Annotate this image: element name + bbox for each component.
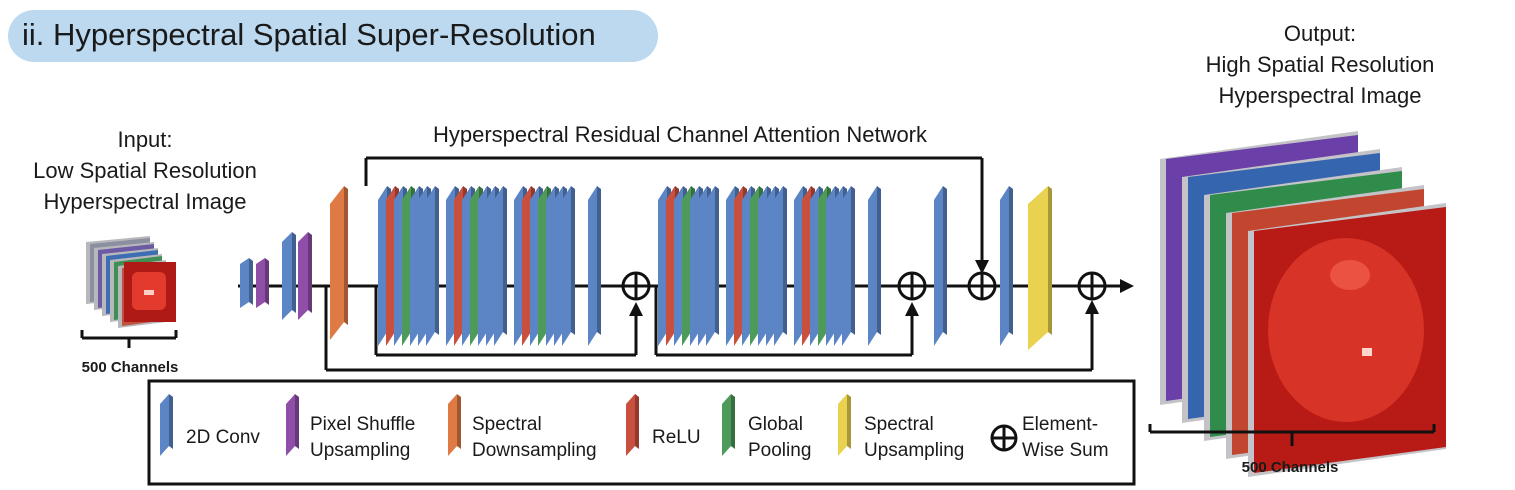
network-label: Hyperspectral Residual Channel Attention… — [432, 122, 928, 147]
residual-block — [726, 186, 787, 346]
residual-block — [514, 186, 575, 346]
output-image-glow — [1268, 238, 1424, 422]
conv-layer — [868, 186, 881, 346]
residual-skip-arrow — [905, 302, 919, 316]
legend-spectral-down-icon — [448, 394, 461, 456]
input-label-line: Hyperspectral Image — [43, 189, 247, 214]
pixel-shuffle-layer — [298, 232, 312, 320]
conv-layer — [426, 186, 439, 346]
legend-spectral-up-icon — [838, 394, 851, 456]
input-image-highlight — [144, 290, 154, 295]
residual-block — [658, 186, 719, 346]
conv-layer — [774, 186, 787, 346]
conv-layer — [842, 186, 855, 346]
legend-conv-label: 2D Conv — [186, 427, 260, 448]
flow-arrow-head — [1120, 279, 1134, 293]
conv-layer — [240, 258, 253, 308]
output-label: Output: High Spatial Resolution Hyperspe… — [1170, 18, 1470, 111]
figure-title: ii. Hyperspectral Spatial Super-Resoluti… — [22, 17, 596, 52]
residual-skip-arrow — [629, 302, 643, 316]
conv-layer — [494, 186, 507, 346]
legend-pooling-label: Global Pooling — [748, 414, 812, 461]
conv-layer — [562, 186, 575, 346]
output-label-line: High Spatial Resolution — [1205, 52, 1435, 77]
group-skip-arrow — [975, 260, 989, 274]
residual-block — [794, 186, 855, 346]
legend-relu-icon — [626, 394, 639, 456]
title-pill — [8, 10, 658, 62]
element-wise-sum-icon — [897, 271, 927, 301]
conv-layer — [588, 186, 601, 346]
output-label-line: Output: — [1283, 21, 1357, 46]
input-label-line: Low Spatial Resolution — [33, 158, 257, 183]
residual-block — [378, 186, 439, 346]
legend-box — [147, 379, 1136, 486]
pixel-shuffle-layer — [256, 258, 269, 308]
input-channels-label: 500 Channels — [81, 359, 179, 376]
legend-spectral-down-label: Spectral Downsampling — [472, 414, 597, 461]
legend-pixel-shuffle-icon — [286, 394, 299, 456]
element-wise-sum-icon — [1077, 271, 1107, 301]
legend-pooling-icon — [722, 394, 735, 456]
conv-layer — [706, 186, 719, 346]
residual-block — [446, 186, 507, 346]
legend-sum-label: Element- Wise Sum — [1022, 414, 1109, 461]
conv-layer — [934, 186, 947, 346]
output-label-line: Hyperspectral Image — [1218, 83, 1422, 108]
legend-conv-icon — [160, 394, 173, 456]
output-image-highlight — [1362, 348, 1372, 356]
input-label: Input: Low Spatial Resolution Hyperspect… — [10, 124, 280, 217]
legend-spectral-up-label: Spectral Upsampling — [864, 414, 965, 461]
output-image-feature — [1330, 260, 1370, 290]
global-skip-arrow — [1085, 300, 1099, 314]
legend-relu-label: ReLU — [652, 427, 701, 448]
legend-sum-icon — [990, 424, 1018, 452]
legend-pixel-shuffle-label: Pixel Shuffle Upsampling — [310, 414, 416, 461]
output-channels-label: 500 Channels — [1241, 459, 1339, 476]
element-wise-sum-icon — [621, 271, 651, 301]
element-wise-sum-icon — [967, 271, 997, 301]
spectral-upsampling-layer — [1028, 186, 1052, 350]
input-label-line: Input: — [117, 127, 173, 152]
conv-layer — [282, 232, 296, 320]
spectral-downsampling-layer — [330, 186, 348, 340]
conv-layer — [1000, 186, 1013, 346]
